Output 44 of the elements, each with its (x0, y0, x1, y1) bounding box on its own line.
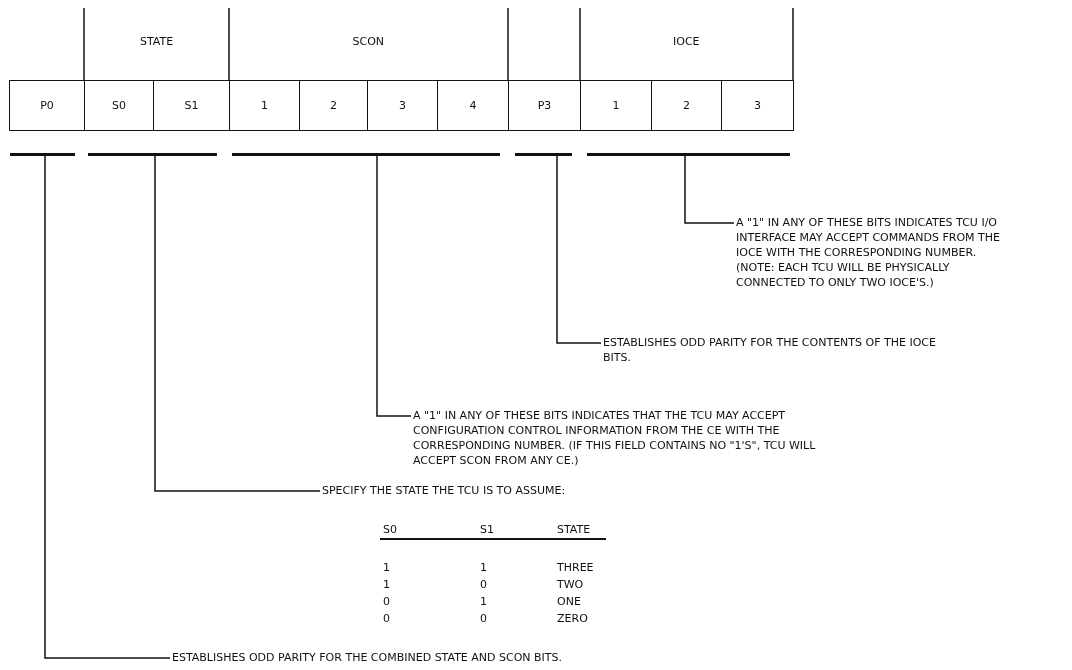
table-cell: ONE (557, 595, 581, 609)
bit-cell: S0 (84, 80, 154, 131)
leader-line (44, 155, 171, 659)
bit-cell: 2 (299, 80, 368, 131)
description-text: A "1" IN ANY OF THESE BITS INDICATES THAT THE TCU MAY ACCEPT CONFIGURATION CONTROL INFORMATION FROM THE CE WITH THE CORRESPONDING NUMBER. (IF THIS FIELD CONTAINS NO "1'S", TCU WILL ACCEPT SCON FROM ANY CE.) (413, 408, 853, 468)
description-text: ESTABLISHES ODD PARITY FOR THE COMBINED STATE AND SCON BITS. (172, 650, 772, 665)
bit-cell: 3 (721, 80, 794, 131)
table-cell: 0 (480, 612, 487, 626)
leader-line (684, 155, 735, 224)
table-cell: ZERO (557, 612, 588, 626)
table-cell: 1 (480, 595, 487, 609)
leader-line (154, 155, 321, 492)
bit-cell: S1 (153, 80, 230, 131)
field-label: IOCE (673, 35, 700, 49)
field-label: STATE (140, 35, 174, 49)
table-cell: 0 (480, 578, 487, 592)
field-label: SCON (352, 35, 385, 49)
table-cell: TWO (557, 578, 584, 592)
table-cell: 1 (480, 561, 487, 575)
table-header: S0 (383, 523, 397, 537)
description-text: A "1" IN ANY OF THESE BITS INDICATES TCU I/O INTERFACE MAY ACCEPT COMMANDS FROM THE IOCE WITH THE CORRESPONDING NUMBER. (NOTE: EACH TCU WILL BE PHYSICALLY CONNECTED TO ONLY TWO IOCE'S.) (736, 215, 1006, 290)
table-cell: THREE (557, 561, 594, 575)
field-bar (88, 153, 217, 156)
table-header: STATE (557, 523, 591, 537)
table-header: S1 (480, 523, 494, 537)
field-bar (515, 153, 572, 156)
leader-line (556, 155, 602, 344)
bit-cell: 1 (580, 80, 652, 131)
description-text: SPECIFY THE STATE THE TCU IS TO ASSUME: (322, 483, 722, 498)
field-bar (587, 153, 790, 156)
bit-cell: P3 (508, 80, 581, 131)
bit-cell: P0 (9, 80, 85, 131)
table-cell: 1 (383, 578, 390, 592)
bit-cell: 3 (367, 80, 438, 131)
field-bar (232, 153, 500, 156)
table-cell: 0 (383, 595, 390, 609)
table-cell: 0 (383, 612, 390, 626)
bit-cell: 4 (437, 80, 509, 131)
table-cell: 1 (383, 561, 390, 575)
bit-cell: 2 (651, 80, 722, 131)
description-text: ESTABLISHES ODD PARITY FOR THE CONTENTS OF THE IOCE BITS. (603, 335, 963, 365)
field-bar (10, 153, 75, 156)
leader-line (376, 155, 412, 417)
bit-cell: 1 (229, 80, 300, 131)
